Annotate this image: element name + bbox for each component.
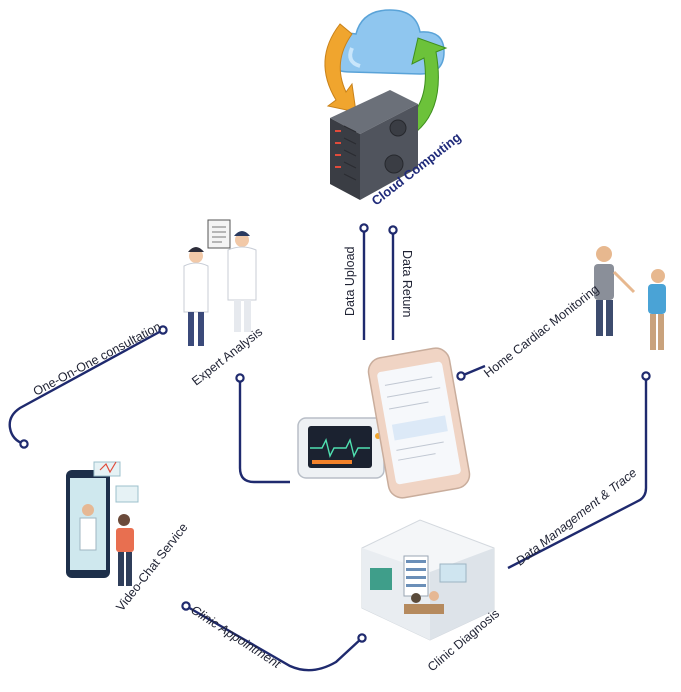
clinic-appointment-label: Clinic Appointment [188,603,283,672]
home-cardiac-label: Home Cardiac Monitoring [481,282,601,380]
appointment-line [185,604,363,672]
one-on-one-label: One-On-One consultation [31,319,163,398]
home-couple-icon [594,246,666,350]
expert-device-line [238,378,290,484]
data-management-line [507,378,648,570]
data-return-label: Data Return [400,250,414,317]
phone-icon [367,347,471,499]
doctors-icon [183,219,257,346]
data-upload-label: Data Upload [343,246,357,316]
connector-dots [19,223,651,643]
consult-line [8,328,164,446]
data-management-label: Data Management & Trace [513,465,639,568]
server-icon [330,90,418,200]
ecg-device-icon [297,417,385,479]
video-chat-icon [66,461,139,586]
clinic-room-icon [361,519,495,641]
connector-lines [8,228,648,672]
